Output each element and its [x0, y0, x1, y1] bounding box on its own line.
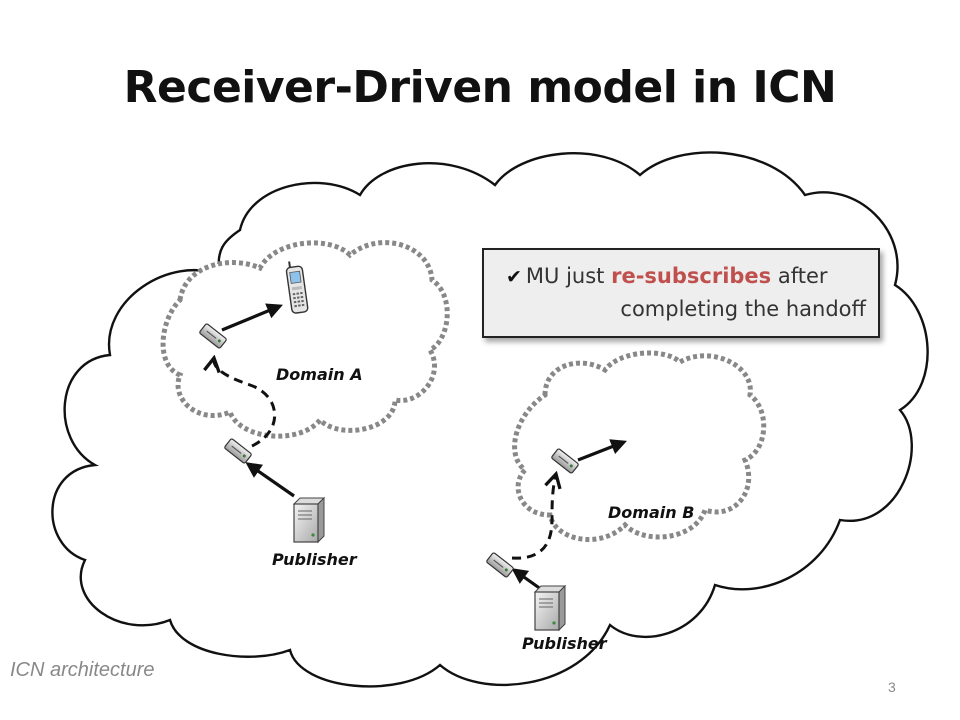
callout-prefix: MU just: [525, 264, 612, 288]
mobile-phone-icon: [285, 261, 309, 314]
domain-a-cloud: [160, 240, 450, 439]
link-router-a1-phone: [221, 303, 283, 332]
callout-line-1: ✔ MU just re-subscribes after: [506, 260, 866, 293]
page-number: 3: [888, 679, 896, 695]
callout-line-2: completing the handoff: [620, 297, 866, 321]
dashed-link-router-b2-b1: [511, 474, 556, 560]
domain-b-label: Domain B: [608, 503, 695, 522]
icn-cloud: [51, 151, 929, 688]
dashed-link-router-a2-a1: [214, 358, 277, 448]
link-publisher-a-router-a2: [245, 462, 295, 498]
publisher-a-label: Publisher: [272, 550, 357, 569]
router-icon: [224, 438, 252, 464]
slide-title: Receiver-Driven model in ICN: [123, 62, 837, 113]
publisher-b-label: Publisher: [522, 634, 607, 653]
domain-b-cloud: [512, 350, 767, 542]
server-icon: [292, 496, 326, 544]
checkmark-icon: ✔: [506, 266, 522, 288]
callout-highlight: re-subscribes: [611, 264, 772, 288]
callout-box: ✔ MU just re-subscribes after completing…: [482, 248, 880, 338]
router-icon: [486, 552, 514, 578]
link-router-b1-target: [577, 439, 627, 462]
router-icon: [199, 323, 227, 349]
architecture-caption: ICN architecture: [10, 659, 155, 681]
callout-suffix: after: [771, 264, 828, 288]
domain-a-label: Domain A: [276, 365, 363, 384]
router-icon: [551, 448, 579, 474]
server-icon: [533, 584, 567, 632]
